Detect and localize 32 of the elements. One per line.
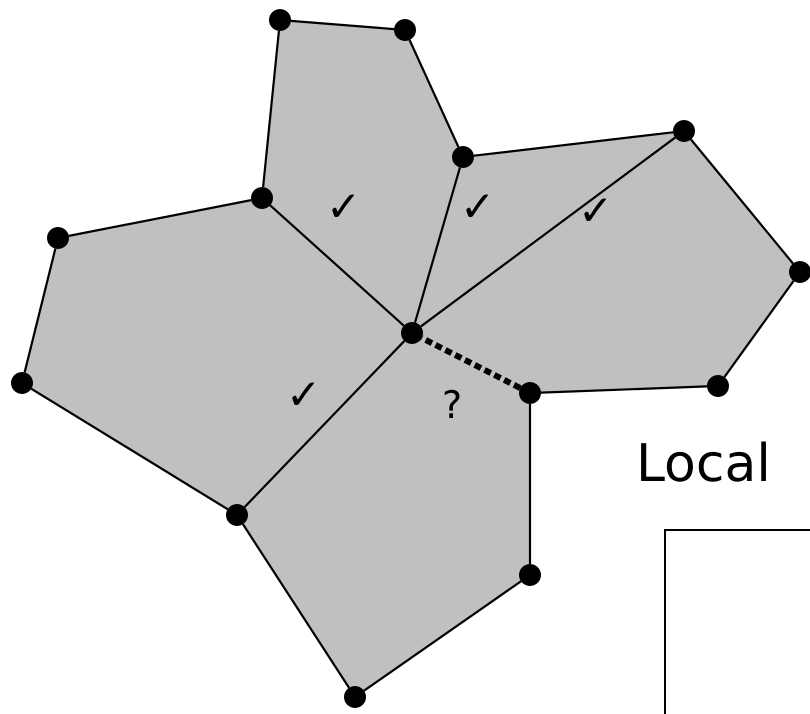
vertex-dot [47,227,69,249]
vertex-dot [707,375,729,397]
edge-line [24,248,56,373]
check-mark: ✓ [286,374,322,416]
edge-line [68,199,252,237]
vertex-dot [11,372,33,394]
edge-line [414,167,461,323]
check-mark: ✓ [578,190,614,232]
vertex-dot [789,261,810,283]
edge-line [724,280,794,378]
vertex-dot [519,564,541,586]
question-mark: ? [442,386,462,424]
edge-line [690,138,794,264]
check-mark: ✓ [326,186,362,228]
vertex-dot [344,686,366,708]
edge-line [269,204,405,326]
edge-line [244,340,406,508]
edge-line [30,388,228,510]
vertex-dot [269,9,291,31]
edge-line [242,524,350,688]
edge-line [540,385,708,394]
edge-line [262,30,280,188]
vertex-dot [394,19,416,41]
check-mark: ✓ [460,186,496,228]
vertex-dot [673,120,695,142]
edge-line [408,40,460,148]
edge-line [363,580,522,692]
edge-line [474,131,674,157]
edge-line [528,404,532,564]
region-label: Local [636,438,771,490]
dashed-edge-line [420,335,522,391]
edge-line [290,20,394,30]
